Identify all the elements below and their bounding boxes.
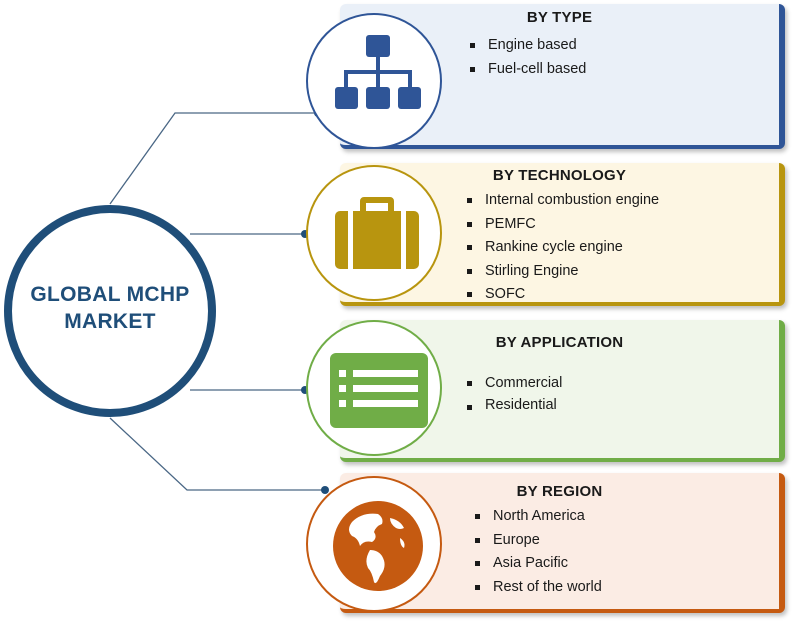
- list-item: North America: [473, 505, 602, 529]
- connector-region: [109, 417, 325, 491]
- briefcase-icon: [306, 165, 442, 301]
- item-list: Commercial Residential: [465, 372, 562, 414]
- panel-title: BY TECHNOLOGY: [492, 167, 627, 184]
- list-item: Asia Pacific: [473, 552, 602, 576]
- list-item: Commercial: [465, 372, 562, 396]
- panel-title: BY TYPE: [526, 9, 593, 26]
- center-title-line1: GLOBAL MCHP: [30, 283, 190, 306]
- list-item: Stirling Engine: [465, 260, 659, 284]
- list-item: Rest of the world: [473, 576, 602, 600]
- item-list: Internal combustion engine PEMFC Rankine…: [465, 189, 659, 307]
- list-item: Engine based: [468, 34, 586, 58]
- list-item: SOFC: [465, 283, 659, 307]
- panel-title: BY APPLICATION: [495, 334, 624, 351]
- item-list: Engine based Fuel-cell based: [468, 34, 586, 81]
- center-title-line2: MARKET: [64, 310, 156, 333]
- globe-icon: [306, 476, 442, 612]
- hierarchy-icon: [306, 13, 442, 149]
- list-item: Residential: [465, 396, 562, 414]
- connector-dot-region: [321, 486, 329, 494]
- list-item: Fuel-cell based: [468, 58, 586, 82]
- list-item: Internal combustion engine: [465, 189, 659, 213]
- center-title: GLOBAL MCHP MARKET: [12, 281, 208, 335]
- center-circle: GLOBAL MCHP MARKET: [4, 205, 216, 417]
- list-form-icon: [306, 320, 442, 456]
- list-item: Europe: [473, 529, 602, 553]
- panel-title: BY REGION: [516, 483, 603, 500]
- item-list: North America Europe Asia Pacific Rest o…: [473, 505, 602, 599]
- connector-type: [109, 112, 318, 205]
- list-item: Rankine cycle engine: [465, 236, 659, 260]
- list-item: PEMFC: [465, 213, 659, 237]
